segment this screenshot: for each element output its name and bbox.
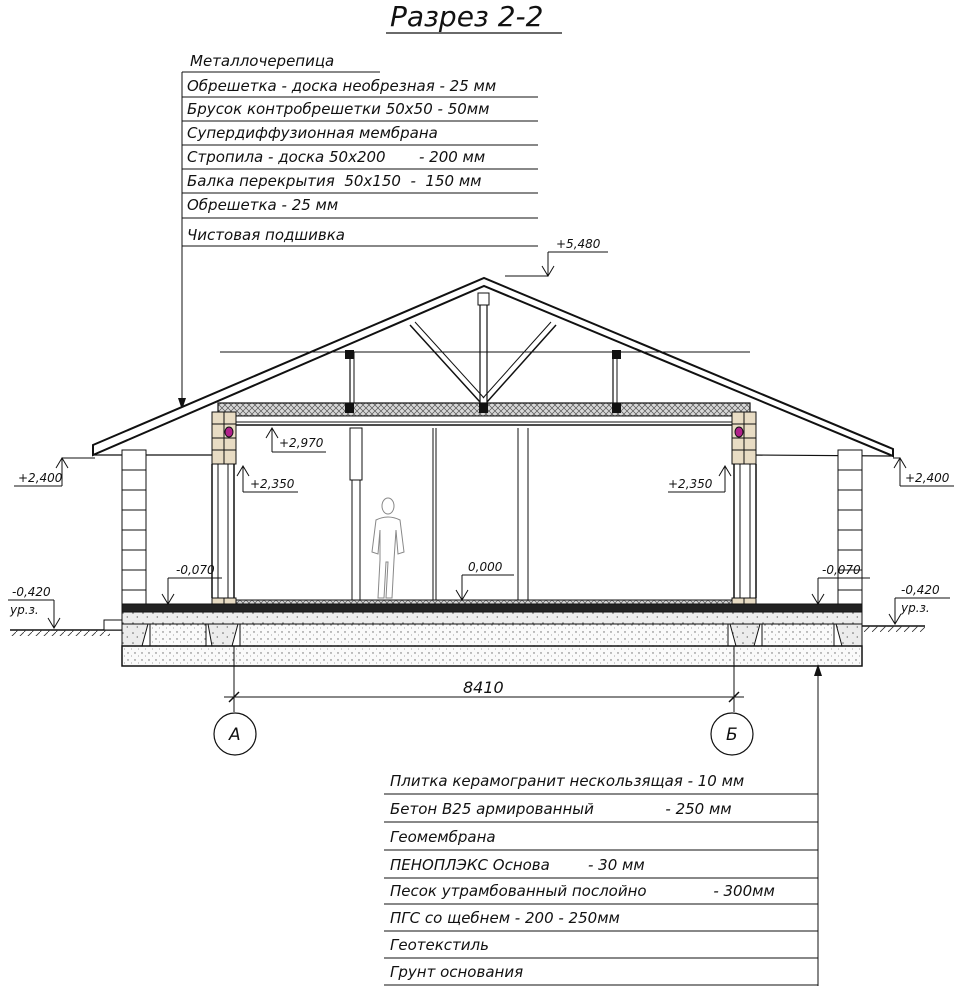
elevation-ground-right: -0,420 — [901, 583, 940, 597]
wall-left — [211, 411, 237, 611]
wall-right — [731, 411, 757, 611]
axis-marker-b — [710, 712, 754, 756]
ground-level-note-left: ур.з. — [9, 603, 39, 617]
dimension-line: 8410 А Б — [213, 646, 754, 756]
elevation-ridge: +5,480 — [556, 237, 601, 251]
elevation-slab-left: -0,070 — [176, 563, 215, 577]
elevation-window-left: +2,350 — [250, 477, 295, 491]
floor-layer-note: ПГС со щебнем - 200 - 250мм — [390, 909, 620, 927]
floor-layer-note: Геомембрана — [390, 828, 496, 846]
axis-label-b: Б — [726, 725, 738, 745]
roof-layer-note: Чистовая подшивка — [187, 226, 345, 244]
elevation-floor: 0,000 — [468, 560, 503, 574]
elevation-eave-left: +2,400 — [18, 471, 63, 485]
roof-layer-note: Супердиффузионная мембрана — [187, 124, 438, 142]
roof-layer-note: Обрешетка - 25 мм — [187, 196, 338, 214]
ground-level-note-right: ур.з. — [900, 601, 930, 615]
person-figure — [371, 497, 405, 599]
roof — [92, 276, 894, 458]
elevation-ceiling: +2,970 — [279, 436, 324, 450]
floor-layer-note: Грунт основания — [390, 963, 523, 981]
roof-layer-note: Металлочерепица — [190, 52, 334, 70]
interior — [349, 427, 529, 600]
elevation-eave-right: +2,400 — [905, 471, 950, 485]
floor-layers-legend: Плитка керамогранит нескользящая - 10 мм… — [384, 664, 822, 986]
foundation — [10, 449, 925, 667]
floor-layer-note: Плитка керамогранит нескользящая - 10 мм — [390, 772, 744, 790]
axis-marker-a — [213, 712, 257, 756]
roof-layers-legend: Металлочерепица Обрешетка - доска необре… — [178, 52, 538, 410]
elevation-slab-right: -0,070 — [822, 563, 861, 577]
axis-label-a: А — [228, 725, 241, 745]
roof-layer-note: Обрешетка - доска необрезная - 25 мм — [187, 77, 496, 95]
elevation-marks: +5,480 +2,970 +2,400 +2,400 +2,350 +2,35… — [8, 237, 954, 629]
roof-layer-note: Брусок контробрешетки 50х50 - 50мм — [187, 100, 489, 118]
roof-layer-note: Балка перекрытия 50х150 - 150 мм — [187, 172, 481, 190]
floor-layer-note: ПЕНОПЛЭКС Основа - 30 мм — [390, 856, 645, 874]
elevation-window-right: +2,350 — [668, 477, 713, 491]
floor-layer-note: Геотекстиль — [390, 936, 489, 954]
section-title: Разрез 2-2 — [390, 0, 543, 33]
elevation-ground-left: -0,420 — [12, 585, 51, 599]
floor-layer-note: Бетон В25 армированный - 250 мм — [390, 800, 732, 818]
floor-layer-note: Песок утрамбованный послойно - 300мм — [390, 882, 775, 900]
dimension-value: 8410 — [463, 678, 504, 697]
roof-layer-note: Стропила - доска 50х200 - 200 мм — [187, 148, 485, 166]
